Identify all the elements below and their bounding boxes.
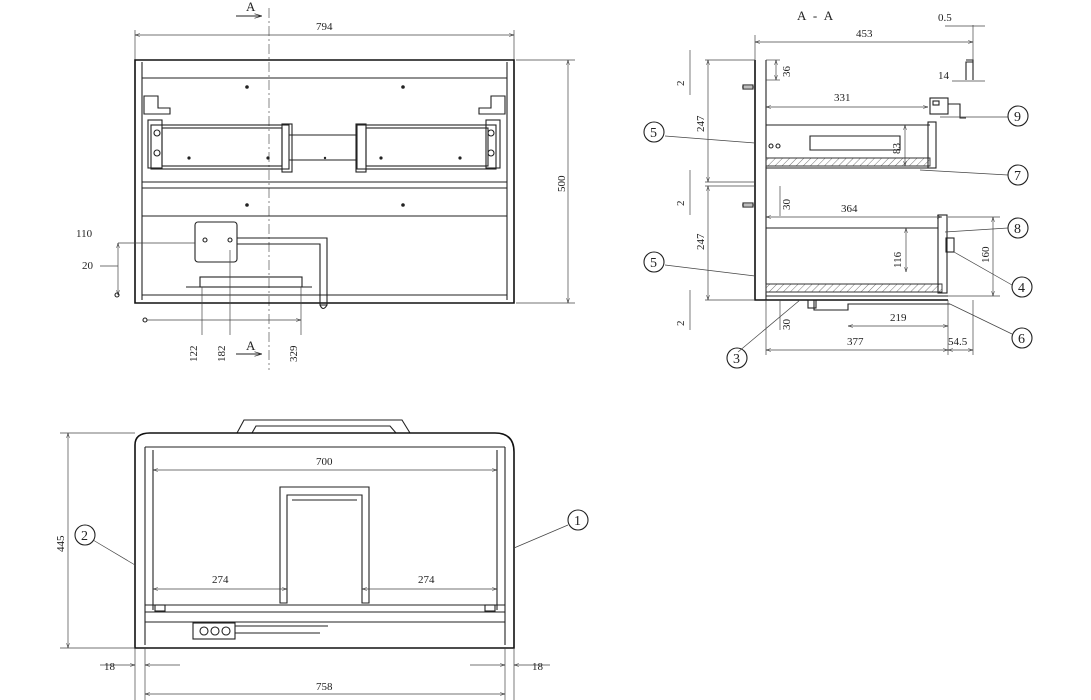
dim-section-377: 377 bbox=[847, 336, 864, 348]
callout-3: 3 bbox=[726, 347, 748, 369]
dim-section-2-top: 2 bbox=[675, 81, 687, 87]
svg-text:5: 5 bbox=[650, 256, 657, 271]
dim-section-219: 219 bbox=[890, 312, 907, 324]
dim-plan-18-left: 18 bbox=[104, 661, 116, 673]
dim-section-14: 14 bbox=[938, 70, 950, 82]
callout-5-bottom: 5 bbox=[643, 251, 665, 273]
svg-text:3: 3 bbox=[733, 352, 740, 367]
callout-7: 7 bbox=[1007, 164, 1029, 186]
dim-section-2-mid: 2 bbox=[675, 201, 687, 207]
plan-view: 700 274 274 445 18 18 758 bbox=[55, 419, 569, 700]
dim-section-2-bottom: 2 bbox=[675, 321, 687, 327]
callout-8: 8 bbox=[1007, 217, 1029, 239]
dim-front-329: 329 bbox=[288, 345, 300, 362]
svg-text:4: 4 bbox=[1018, 281, 1025, 296]
svg-text:5: 5 bbox=[650, 126, 657, 141]
section-title: A - A bbox=[797, 8, 835, 23]
section-view: A - A 453 0.5 36 14 2 247 bbox=[664, 8, 1013, 355]
dim-front-182: 182 bbox=[216, 346, 228, 363]
callout-2: 2 bbox=[74, 524, 96, 546]
dim-plan-445: 445 bbox=[55, 535, 67, 552]
svg-text:8: 8 bbox=[1014, 222, 1021, 237]
svg-text:7: 7 bbox=[1014, 169, 1021, 184]
dim-plan-274-right: 274 bbox=[418, 574, 435, 586]
svg-text:2: 2 bbox=[81, 529, 88, 544]
dim-plan-274-left: 274 bbox=[212, 574, 229, 586]
callout-5-top: 5 bbox=[643, 121, 665, 143]
dim-section-453: 453 bbox=[856, 28, 873, 40]
dim-section-247-bottom: 247 bbox=[695, 233, 707, 250]
callouts: 1 2 3 4 5 5 6 7 bbox=[74, 105, 1033, 546]
dim-front-122: 122 bbox=[188, 346, 200, 363]
callout-6: 6 bbox=[1011, 327, 1033, 349]
callout-9: 9 bbox=[1007, 105, 1029, 127]
dim-plan-18-right: 18 bbox=[532, 661, 544, 673]
dim-front-20: 20 bbox=[82, 260, 94, 272]
dim-plan-700: 700 bbox=[316, 456, 333, 468]
dim-section-36: 36 bbox=[781, 66, 793, 78]
dim-front-110: 110 bbox=[76, 228, 93, 240]
dim-section-54-5: 54.5 bbox=[948, 336, 968, 348]
svg-text:1: 1 bbox=[574, 514, 581, 529]
svg-text:9: 9 bbox=[1014, 110, 1021, 125]
dim-section-0-5: 0.5 bbox=[938, 12, 952, 24]
dim-section-247-top: 247 bbox=[695, 115, 707, 132]
dim-section-364: 364 bbox=[841, 203, 858, 215]
dim-section-331: 331 bbox=[834, 92, 851, 104]
dim-section-83: 83 bbox=[891, 143, 903, 155]
front-view: A 794 500 bbox=[76, 0, 575, 370]
dim-section-160: 160 bbox=[980, 246, 992, 263]
section-mark-top: A bbox=[246, 0, 257, 14]
dim-front-width: 794 bbox=[316, 21, 333, 33]
dim-section-30-bottom: 30 bbox=[781, 319, 793, 331]
dim-front-height: 500 bbox=[556, 175, 568, 192]
dim-section-30-top: 30 bbox=[781, 199, 793, 211]
dim-plan-758: 758 bbox=[316, 681, 333, 693]
svg-text:6: 6 bbox=[1018, 332, 1025, 347]
callout-4: 4 bbox=[1011, 276, 1033, 298]
callout-1: 1 bbox=[567, 509, 589, 531]
section-mark-bottom: A bbox=[246, 338, 257, 353]
dim-section-116: 116 bbox=[892, 251, 904, 268]
